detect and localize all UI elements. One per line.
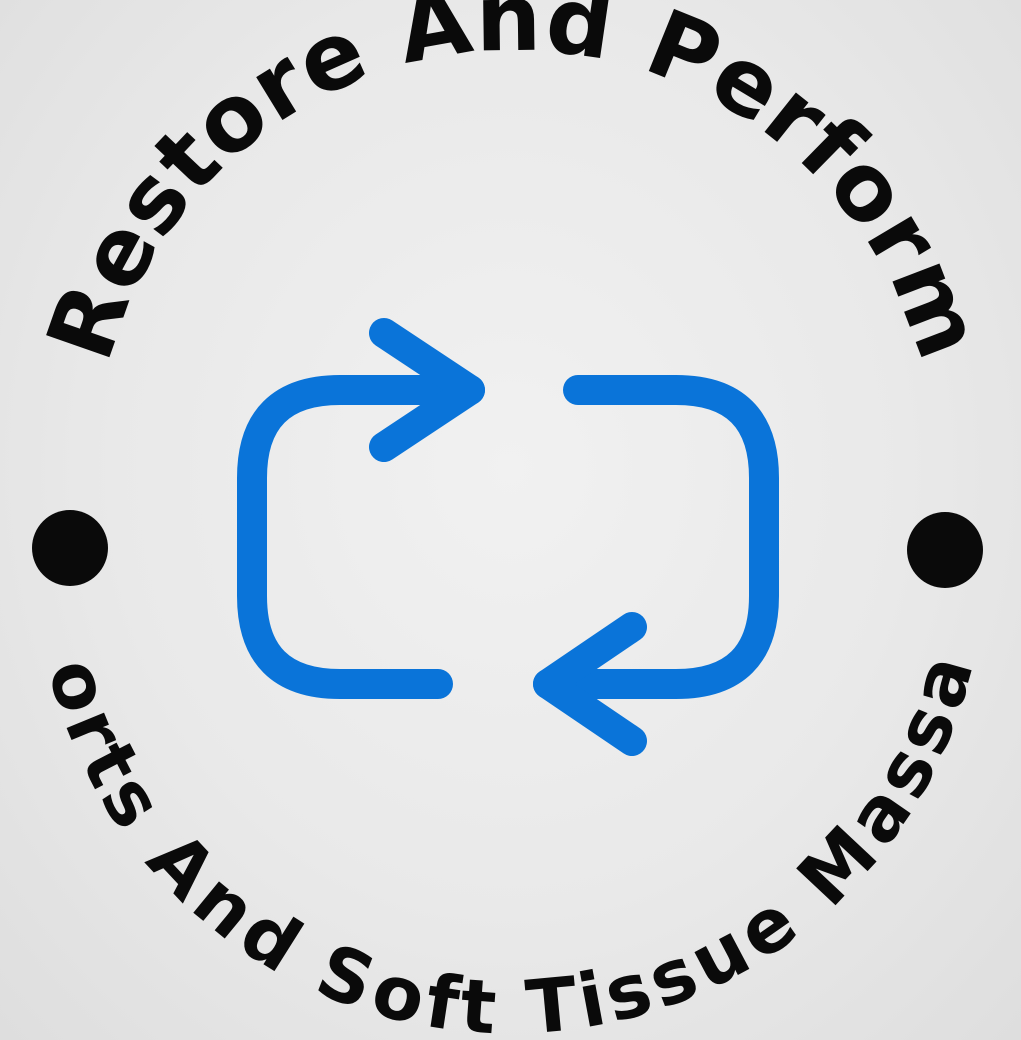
brand-name-path: Restore And Perform: [26, 0, 1002, 373]
right-dot-icon: [907, 512, 983, 588]
repeat-loop-arrows-icon: [237, 318, 779, 756]
brand-name: Restore And Perform: [26, 0, 1003, 373]
left-dot-icon: [32, 510, 108, 586]
